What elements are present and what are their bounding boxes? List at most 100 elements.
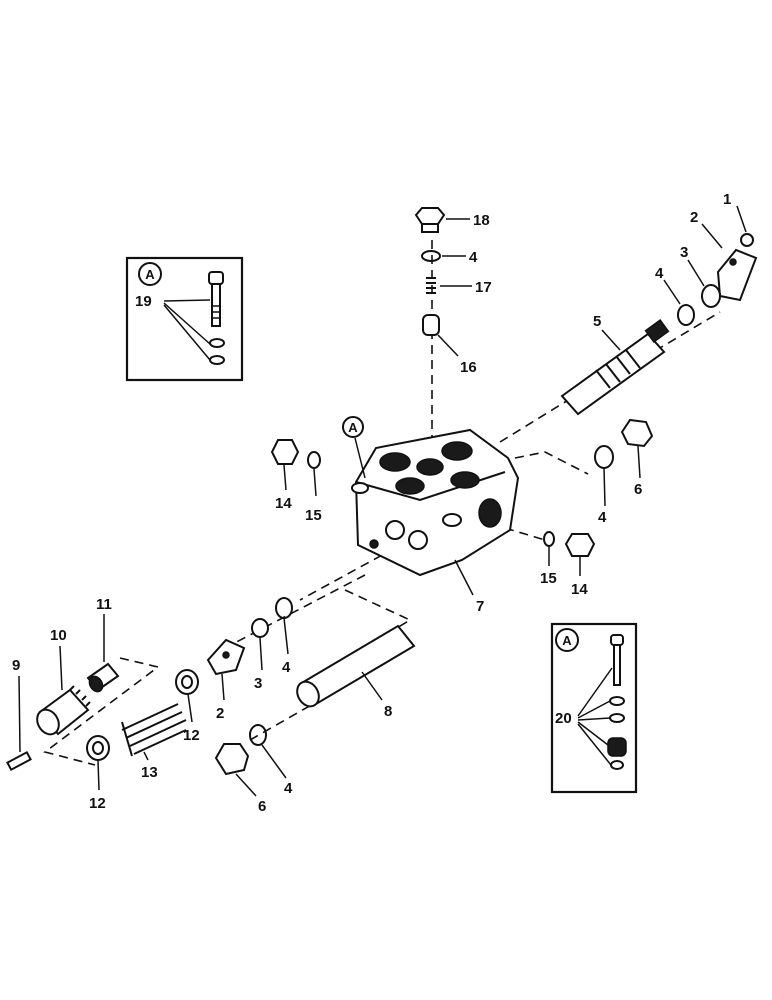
detail-marker-body xyxy=(342,416,364,438)
port-front-1 xyxy=(385,520,405,540)
detail-marker-body-label: A xyxy=(348,420,358,435)
detail-nut xyxy=(610,760,624,770)
port-top-5 xyxy=(450,471,480,489)
callout-14-left: 14 xyxy=(275,495,292,512)
callout-19: 19 xyxy=(135,293,152,310)
port-top-3 xyxy=(416,458,444,476)
callout-5: 5 xyxy=(593,313,601,330)
callout-13: 13 xyxy=(141,764,158,781)
callout-4-low: 4 xyxy=(282,659,291,676)
callout-3-top: 3 xyxy=(680,244,688,261)
callout-12-low: 12 xyxy=(89,795,106,812)
axis-spool xyxy=(499,311,721,443)
leader-2-top xyxy=(701,223,723,249)
leader-5 xyxy=(601,329,621,351)
callout-4-mid: 4 xyxy=(598,509,607,526)
callout-9: 9 xyxy=(12,657,20,674)
part-4-oring-low xyxy=(275,597,293,619)
part-4-oring-top xyxy=(421,250,441,262)
detail-screw-shank xyxy=(613,644,621,686)
leader-3-low xyxy=(259,637,263,671)
detail-marker-label: A xyxy=(145,267,155,282)
part-5-spool-end xyxy=(644,318,670,344)
axis-port-right xyxy=(514,451,589,475)
detail-grommet xyxy=(607,737,627,757)
part-4-oring-mid xyxy=(594,445,614,469)
part-12-retainer-low xyxy=(86,735,110,761)
part-2-plate xyxy=(716,248,758,302)
detail-bolt-shank xyxy=(211,283,221,327)
axis-left-2 xyxy=(299,547,396,601)
callout-18: 18 xyxy=(473,212,490,229)
part-12-retainer-mid xyxy=(175,669,199,695)
leader-3-top xyxy=(687,259,705,287)
detail-box-19: A 19 xyxy=(125,256,244,382)
axis-bottom-right xyxy=(504,527,546,541)
leader-marker-body xyxy=(354,437,366,479)
part-2-plate-low-hole xyxy=(222,651,230,659)
port-front-2 xyxy=(408,530,428,550)
detail-box-19-frame xyxy=(125,256,244,382)
leader-2-low xyxy=(221,673,225,701)
callout-6-low: 6 xyxy=(258,798,266,815)
part-3-seal-low xyxy=(251,618,269,638)
boss-front xyxy=(442,513,462,527)
part-4-oring-right xyxy=(677,304,695,326)
callout-8: 8 xyxy=(384,703,392,720)
leader-7 xyxy=(454,559,474,596)
part-15-oring-left xyxy=(307,451,321,469)
detail-box-20: A 20 xyxy=(550,622,638,794)
callout-4-top: 4 xyxy=(469,249,478,266)
port-top-2 xyxy=(441,441,473,461)
part-8-rod-end xyxy=(296,680,320,708)
part-11-adjuster-face xyxy=(88,675,104,693)
part-16-poppet xyxy=(422,314,440,336)
callout-2-low: 2 xyxy=(216,705,224,722)
detail-marker-circle xyxy=(138,262,162,286)
callout-6-right: 6 xyxy=(634,481,642,498)
axis-far-left xyxy=(43,657,160,766)
part-13-spring xyxy=(121,703,187,755)
part-6-plug-right xyxy=(620,418,654,448)
leader-14-left xyxy=(283,464,287,491)
leader-4-low xyxy=(283,617,289,655)
boss-left xyxy=(351,482,369,494)
callout-7: 7 xyxy=(476,598,484,615)
callout-2-top: 2 xyxy=(690,209,698,226)
detail-bolt-thread xyxy=(212,305,220,319)
part-4-oring-bottom xyxy=(249,724,267,746)
part-12-retainer-mid-hole xyxy=(181,675,193,689)
port-front-3 xyxy=(369,539,379,549)
detail-washer-2 xyxy=(209,355,225,365)
part-9-screw xyxy=(6,750,32,772)
detail-washer-1 xyxy=(209,338,225,348)
callout-10: 10 xyxy=(50,627,67,644)
leader-19 xyxy=(163,299,211,361)
callout-20: 20 xyxy=(555,710,572,727)
port-top-1 xyxy=(379,452,411,472)
part-18-plug xyxy=(414,207,446,225)
callout-3-low: 3 xyxy=(254,675,262,692)
part-13-spring-end xyxy=(121,721,133,757)
part-5-spool-lands xyxy=(595,349,641,389)
part-14-plug-right xyxy=(564,533,596,557)
port-top-4 xyxy=(395,477,425,495)
callout-1: 1 xyxy=(723,191,731,208)
part-14-plug-left xyxy=(270,439,300,465)
detail-washer-a xyxy=(609,696,625,706)
leader-16 xyxy=(437,334,459,357)
leader-20 xyxy=(577,667,613,766)
leader-1 xyxy=(736,205,747,233)
leader-15-left xyxy=(313,468,317,497)
leader-6-low xyxy=(235,773,257,797)
part-1-screw xyxy=(740,233,754,247)
detail-box-20-frame xyxy=(550,622,638,794)
part-3-seal xyxy=(701,284,721,308)
leader-12-mid xyxy=(187,693,193,723)
part-15-oring-right xyxy=(543,531,555,547)
leader-4-mid xyxy=(603,467,606,507)
detail-screw-head xyxy=(610,634,624,646)
part-17-spring xyxy=(426,277,436,294)
